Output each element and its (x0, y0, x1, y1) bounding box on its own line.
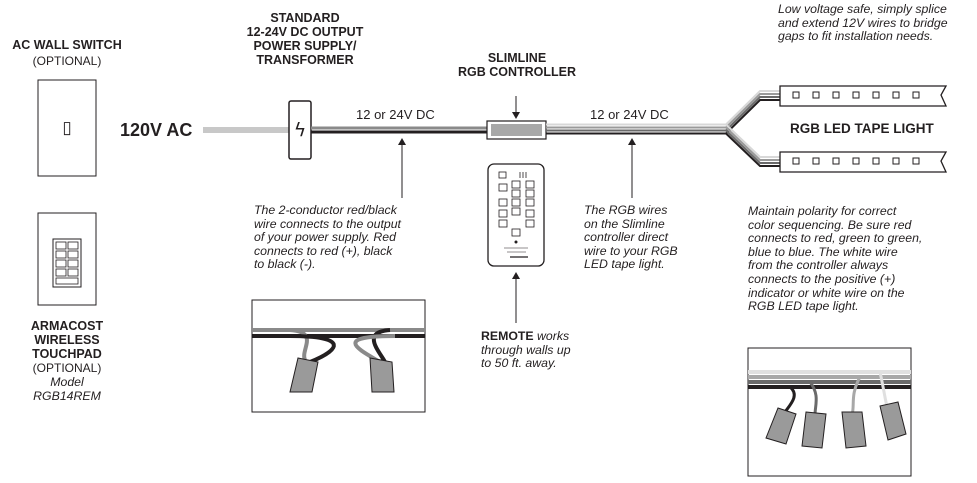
splice-note: Low voltage safe, simply splice and exte… (778, 2, 974, 44)
power-supply-line-2: 12-24V DC OUTPUT (246, 25, 364, 39)
power-supply-box (288, 100, 312, 160)
remote-note: REMOTE works through walls up to 50 ft. … (481, 329, 621, 371)
polarity-line-7: indicator or white wire on the (748, 285, 905, 300)
rgb-wires-line-2: on the Slimline (584, 216, 665, 231)
touchpad-optional: (OPTIONAL) (32, 361, 102, 375)
polarity-line-2: color sequencing. Be sure red (748, 217, 912, 232)
power-supply-line-4: TRANSFORMER (256, 53, 354, 67)
splice-detail-two-wire (251, 299, 426, 413)
rgb-cable (546, 123, 726, 135)
polarity-line-3: connects to red, green to green, (748, 231, 923, 246)
lightning-bolt-icon: ϟ (293, 119, 307, 141)
arrow-to-controller (512, 96, 520, 119)
arrow-to-dc-wire (398, 138, 406, 198)
two-conductor-line-5: to black (-). (254, 257, 316, 272)
touchpad-title-line-3: TOUCHPAD (32, 347, 102, 361)
touchpad-keypad (52, 238, 82, 288)
polarity-line-5: from the controller always (748, 258, 889, 273)
remote-note-line-2: through walls up (481, 342, 571, 357)
remote-device (487, 163, 545, 267)
power-supply-title: STANDARD 12-24V DC OUTPUT POWER SUPPLY/ … (205, 11, 405, 67)
led-tape-label: RGB LED TAPE LIGHT (790, 121, 934, 136)
splice-note-line-2: and extend 12V wires to bridge (778, 15, 948, 30)
polarity-line-6: connects to the positive (+) (748, 271, 896, 286)
remote-note-line-3: to 50 ft. away. (481, 356, 557, 371)
wall-switch-plate (37, 79, 97, 177)
power-supply-line-1: STANDARD (270, 11, 340, 25)
arrow-to-remote (512, 272, 520, 323)
led-tape-upper (779, 85, 948, 107)
touchpad-model: Model RGB14REM (6, 375, 128, 403)
touchpad-model-line-1: Model (50, 375, 84, 389)
polarity-line-1: Maintain polarity for correct (748, 204, 897, 218)
rgb-wires-note: The RGB wires on the Slimline controller… (584, 203, 714, 272)
two-conductor-line-1: The 2-conductor red/black (254, 203, 397, 217)
dc-label-right: 12 or 24V DC (590, 107, 669, 122)
rgb-wires-line-3: controller direct (584, 230, 669, 245)
wall-switch-title: AC WALL SWITCH (12, 38, 122, 52)
polarity-note: Maintain polarity for correct color sequ… (748, 204, 976, 314)
two-conductor-line-2: wire connects to the output (254, 216, 401, 231)
touchpad-title-line-2: WIRELESS (34, 333, 100, 347)
dc-label-left: 12 or 24V DC (356, 107, 435, 122)
splice-note-line-3: gaps to fit installation needs. (778, 29, 934, 44)
rgb-wires-line-5: LED tape light. (584, 257, 665, 272)
splice-note-line-1: Low voltage safe, simply splice (778, 2, 947, 16)
polarity-line-8: RGB LED tape light. (748, 299, 859, 314)
controller-title-line-2: RGB CONTROLLER (457, 65, 577, 79)
two-conductor-line-4: connects to red (+), black (254, 243, 393, 258)
controller-title-line-1: SLIMLINE (487, 51, 547, 65)
remote-note-line-1: REMOTE works (481, 329, 621, 344)
dc-cable-left (311, 126, 488, 134)
wall-switch-optional: (OPTIONAL) (32, 54, 102, 68)
touchpad-title-line-1: ARMACOST (30, 319, 104, 333)
rgb-wires-line-1: The RGB wires (584, 203, 668, 217)
polarity-line-4: blue to blue. The white wire (748, 244, 898, 259)
controller-title: SLIMLINE RGB CONTROLLER (452, 51, 582, 79)
power-supply-line-3: POWER SUPPLY/ (253, 39, 357, 53)
remote-title: REMOTE (481, 329, 534, 343)
two-conductor-note: The 2-conductor red/black wire connects … (254, 203, 444, 272)
toggle-switch-icon: ▯ (62, 118, 72, 137)
two-conductor-line-3: of your power supply. Red (254, 230, 396, 245)
touchpad-title: ARMACOST WIRELESS TOUCHPAD (6, 319, 128, 361)
arrow-to-rgb-wire (628, 138, 636, 198)
rgb-wires-line-4: wire to your RGB (584, 243, 678, 258)
splice-detail-rgb (747, 347, 912, 477)
remote-title-rest: works (533, 329, 570, 343)
led-tape-lower (779, 151, 948, 173)
ac-voltage-label: 120V AC (120, 120, 193, 140)
touchpad-model-line-2: RGB14REM (33, 388, 101, 403)
